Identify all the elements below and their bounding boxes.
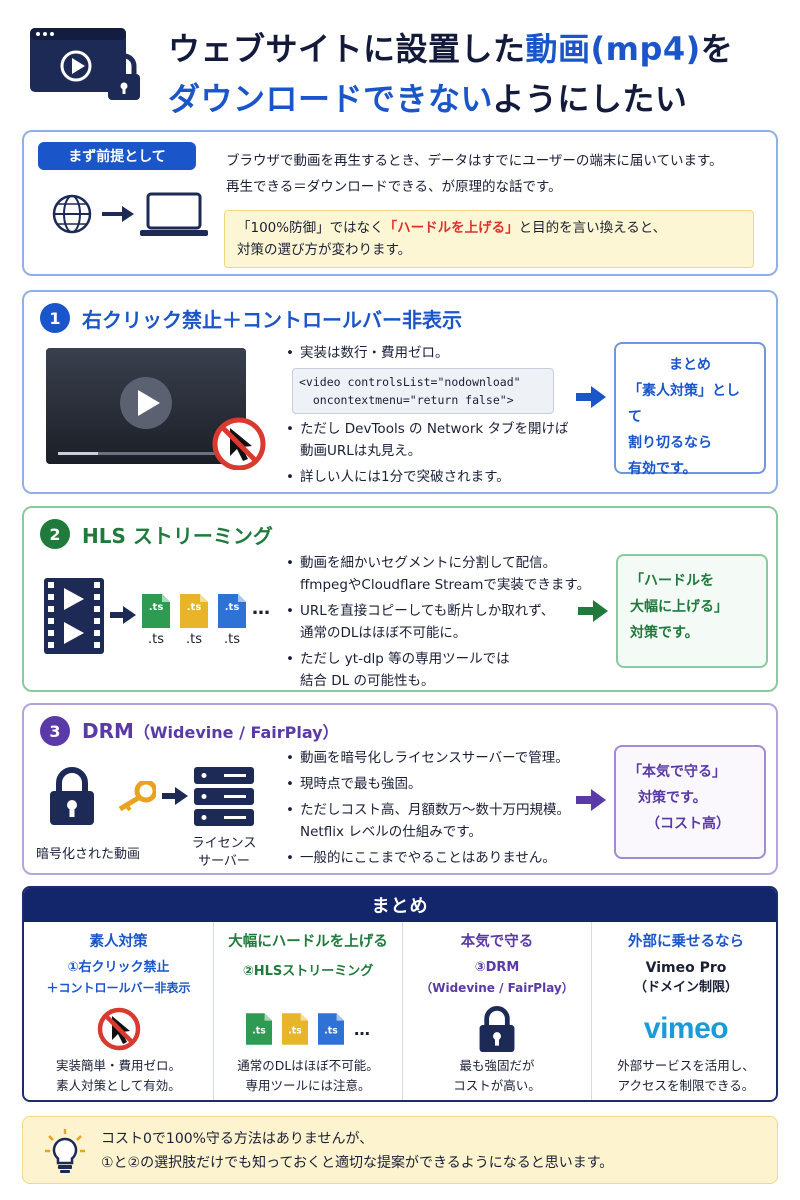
browser-video-lock-icon (30, 28, 140, 100)
premise-card: まず前提として ブラウザで動画を再生するとき、データはすでにユーザーの端末に届い… (22, 130, 778, 276)
section-1-card: 1 右クリック禁止＋コントロールバー非表示 実装は数行・費用ゼロ。 <video… (22, 290, 778, 494)
license-server-label: ライセンス サーバー (191, 836, 257, 869)
section-3-summary: 「本気で守る」 対策です。 （コスト高） (614, 745, 766, 859)
section-1-bullets-2: ただし DevTools の Network タブを開けば 動画URLは丸見え。… (286, 418, 568, 488)
svg-text:.ts: .ts (324, 1026, 338, 1037)
vimeo-logo: vimeo (643, 1012, 729, 1045)
ts-file-yellow: .ts .ts (180, 594, 208, 654)
section-3-title: 3 DRM（Widevine / FairPlay） (40, 715, 339, 747)
section-1-code: <video controlsList="nodownload" onconte… (292, 368, 554, 414)
section-1-title: 1 右クリック禁止＋コントロールバー非表示 (40, 302, 462, 334)
ts-file-blue: .ts .ts (218, 594, 246, 654)
server-icon (194, 767, 254, 826)
svg-text:.ts: .ts (252, 1026, 266, 1037)
section-2-bullets: 動画を細かいセグメントに分割して配信。 ffmpegやCloudflare St… (286, 552, 590, 692)
section-2-card: 2 HLS ストリーミング .ts .ts .ts .ts .ts .ts … … (22, 506, 778, 692)
section-2-arrow-icon (578, 600, 608, 622)
section-2-title: 2 HLS ストリーミング (40, 518, 273, 550)
header: ウェブサイトに設置した動画(mp4)を ダウンロードできないようにしたい (0, 0, 800, 125)
section-1-number: 1 (40, 303, 70, 333)
final-summary: まとめ 素人対策 ①右クリック禁止＋コントロールバー非表示 実装簡単・費用ゼロ。… (22, 886, 778, 1102)
svg-text:.ts: .ts (288, 1026, 302, 1037)
section-2-number: 2 (40, 519, 70, 549)
section-3-left-arrow-icon (162, 787, 188, 805)
padlock-small-icon (479, 1006, 515, 1052)
section-2-summary: 「ハードルを 大幅に上げる」 対策です。 (616, 554, 768, 668)
final-summary-heading: まとめ (24, 888, 776, 922)
video-player-no-click-icon (46, 348, 266, 470)
page-title-line1: ウェブサイトに設置した動画(mp4)を (168, 30, 734, 68)
premise-note: 「100%防御」ではなく「ハードルを上げる」と目的を言い換えると、 対策の選び方… (224, 210, 754, 268)
section-3-number: 3 (40, 716, 70, 746)
ts-ellipsis: … (252, 598, 270, 619)
globe-to-laptop-icon (52, 192, 208, 236)
no-click-icon (97, 1007, 140, 1051)
section-1-arrow-icon (576, 386, 606, 408)
final-col-hls: 大幅にハードルを上げる ②HLSストリーミング .ts .ts .ts … 通常… (213, 922, 402, 1100)
section-1-bullets: 実装は数行・費用ゼロ。 (286, 342, 449, 364)
film-strip-icon (44, 578, 104, 654)
section-2-left-arrow-icon (110, 606, 136, 624)
section-1-summary: まとめ 「素人対策」として 割り切るなら 有効です。 (614, 342, 766, 477)
lightbulb-icon (45, 1129, 85, 1173)
tip-text: コスト0で100%守る方法はありませんが、 ①と②の選択肢だけでも知っておくと適… (101, 1131, 614, 1171)
section-3-card: 3 DRM（Widevine / FairPlay） 暗号化された動画 ライセン… (22, 703, 778, 875)
final-col-amateur: 素人対策 ①右クリック禁止＋コントロールバー非表示 実装簡単・費用ゼロ。素人対策… (46, 934, 191, 1093)
premise-pill: まず前提として (38, 142, 196, 170)
ts-file-blue-icon: .ts (318, 1013, 344, 1045)
ts-file-green-icon: .ts (246, 1013, 272, 1045)
section-3-bullets: 動画を暗号化しライセンスサーバーで管理。 現時点で最も強固。 ただしコスト高、月… (286, 747, 570, 869)
premise-text-1: ブラウザで動画を再生するとき、データはすでにユーザーの端末に届いています。 (226, 153, 723, 169)
ts-file-yellow-icon: .ts (282, 1013, 308, 1045)
premise-text-2: 再生できる＝ダウンロードできる、が原理的な話です。 (226, 179, 562, 195)
ts-file-green: .ts .ts (142, 594, 170, 654)
final-col-drm: 本気で守る ③DRM（Widevine / FairPlay） 最も強固だがコス… (402, 922, 591, 1100)
section-3-arrow-icon (576, 789, 606, 811)
padlock-icon (50, 767, 94, 825)
final-col-vimeo: 外部に乗せるなら Vimeo Pro（ドメイン制限） vimeo 外部サービスを… (591, 922, 776, 1100)
tip-box: コスト0で100%守る方法はありませんが、 ①と②の選択肢だけでも知っておくと適… (22, 1116, 778, 1184)
key-icon (118, 781, 156, 811)
encrypted-video-label: 暗号化された動画 (35, 847, 140, 862)
page-title-line2: ダウンロードできないようにしたい (168, 80, 688, 118)
